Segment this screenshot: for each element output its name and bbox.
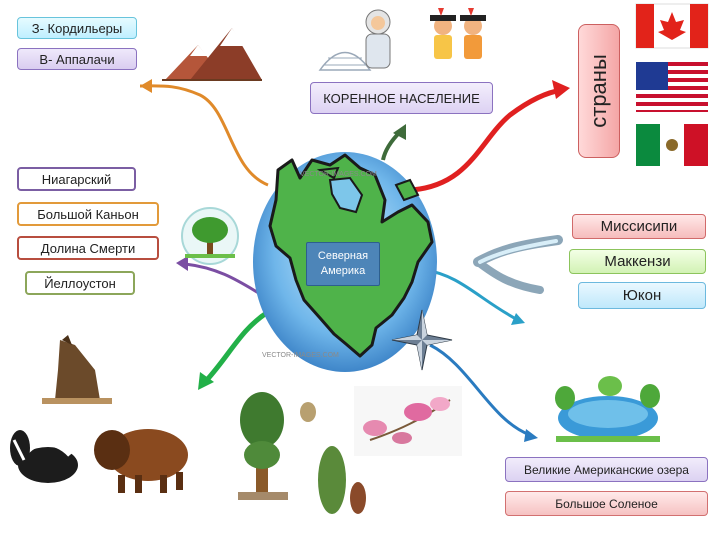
- wolf-icon: [42, 335, 112, 404]
- arrow-to-parks: [176, 256, 263, 297]
- mountains-east-label: В- Аппалачи: [17, 48, 137, 70]
- lakes-great-american: Великие Американские озера: [505, 457, 708, 482]
- igloo-icon: [318, 51, 372, 71]
- park-yellowstone: Йеллоустон: [25, 271, 135, 295]
- arrow-to-countries: [411, 80, 570, 193]
- compass-rose-icon: [391, 309, 453, 371]
- eskimo-icon: [365, 9, 391, 69]
- center-line-2: Америка: [320, 265, 366, 277]
- native-population-label: КОРЕННОЕ НАСЕЛЕНИЕ: [310, 82, 493, 114]
- river-mississippi: Миссисипи: [572, 214, 706, 239]
- river-icon: [473, 235, 563, 294]
- watermark-top: VECTOR-IMAGES.COM: [300, 171, 377, 178]
- native-children-icon: [430, 8, 486, 59]
- magnolia-icon: [354, 386, 462, 456]
- mountains-west-label: З- Кордильеры: [17, 17, 137, 39]
- pine-tree-icon: [238, 392, 288, 500]
- park-death-valley: Долина Смерти: [17, 236, 159, 260]
- center-line-1: Северная: [317, 250, 369, 263]
- park-tree-icon: [181, 207, 239, 265]
- watermark-bottom: VECTOR-IMAGES.COM: [262, 352, 339, 359]
- park-niagara: Ниагарский: [17, 167, 136, 191]
- skunk-icon: [10, 430, 78, 483]
- arrow-to-fauna: [198, 309, 270, 390]
- lakes-great-salt: Большое Соленое: [505, 491, 708, 516]
- park-grand-canyon: Большой Каньон: [17, 202, 159, 226]
- mountains-icon: [162, 28, 262, 81]
- flag-mexico-icon: [636, 124, 708, 166]
- flag-canada-icon: [635, 3, 709, 49]
- river-yukon: Юкон: [578, 282, 706, 309]
- countries-text: страны: [586, 54, 612, 128]
- countries-label: страны: [578, 24, 620, 158]
- lake-icon: [555, 376, 660, 442]
- pine-cone-icon: [300, 402, 366, 514]
- river-mackenzie: Маккензи: [569, 249, 706, 274]
- arrow-to-population: [381, 124, 406, 161]
- arrow-to-lakes: [429, 343, 538, 442]
- bison-icon: [94, 429, 188, 493]
- flag-usa-icon: [636, 62, 708, 112]
- arrow-to-mountains: [139, 79, 269, 187]
